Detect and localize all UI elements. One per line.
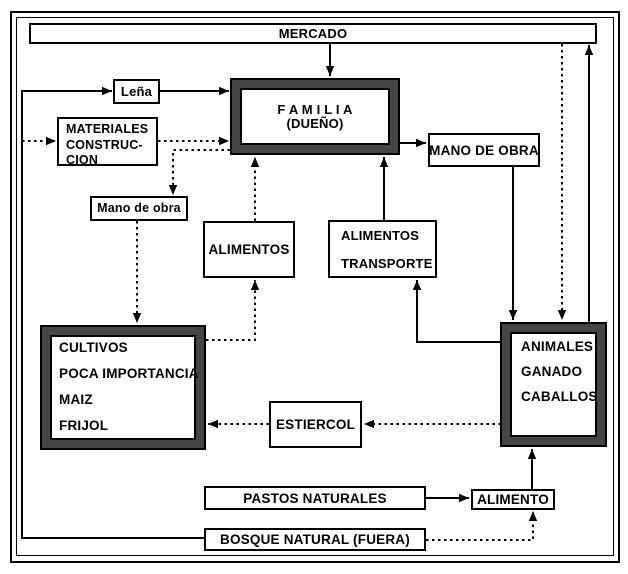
node-label-line: CION xyxy=(66,153,99,167)
node-label-line: CONSTRUC- xyxy=(66,137,143,152)
arrowhead-animales-to-estiercol xyxy=(364,419,374,429)
node-animales-ganado-caballos: ANIMALES GANADO CABALLOS xyxy=(500,322,607,447)
node-label-line: ALIMENTOS xyxy=(341,228,420,243)
arrowhead-alim-transp-to-familia xyxy=(379,157,389,167)
node-label-line: CULTIVOS xyxy=(59,340,128,355)
arrowhead-mano-de-obra-to-animales xyxy=(508,310,518,320)
node-label-line: CABALLOS xyxy=(521,389,598,404)
arrowhead-alimentos-to-familia xyxy=(250,157,260,167)
edge-bosque-to-alimento xyxy=(426,511,534,541)
arrowhead-familia-to-mano-obra-familia xyxy=(168,185,178,195)
node-label-line: F A M I L I A xyxy=(277,101,353,117)
node-label-line: GANADO xyxy=(521,364,583,379)
arrowhead-bosqueline-to-materiales xyxy=(46,136,56,146)
node-alimentos: ALIMENTOS xyxy=(203,221,295,278)
edge-familia-to-mano-obra-familia xyxy=(172,149,230,195)
node-estiercol: ESTIERCOL xyxy=(269,401,362,448)
edge-animales-to-alim-transp xyxy=(416,280,501,343)
node-label-line: TRANSPORTE xyxy=(341,256,433,271)
arrowhead-mano-obra-familia-to-cultivos xyxy=(132,313,142,323)
arrowhead-animales-to-mercado xyxy=(584,45,594,55)
node-mano-de-obra-familia: Mano de obra xyxy=(90,196,188,221)
node-alimentos-transporte: ALIMENTOS TRANSPORTE xyxy=(328,220,437,278)
arrowhead-estiercol-to-cultivos xyxy=(208,419,218,429)
node-bosque-natural-fuera: BOSQUE NATURAL (FUERA) xyxy=(204,528,426,551)
node-mercado: MERCADO xyxy=(29,23,597,44)
node-label-line: MAIZ xyxy=(59,392,93,407)
arrowhead-familia-to-mano-de-obra xyxy=(416,138,426,148)
node-alimento: ALIMENTO xyxy=(471,489,555,510)
edge-bosque-to-lena xyxy=(21,90,204,539)
node-lena: Leña xyxy=(113,79,160,104)
node-pastos-naturales: PASTOS NATURALES xyxy=(204,486,426,510)
inner-frame-border xyxy=(16,17,614,556)
node-materiales-construccion: MATERIALES CONSTRUC- CION xyxy=(57,117,158,167)
arrowhead-materiales-to-familia xyxy=(219,136,229,146)
node-label-line: FRIJOL xyxy=(59,418,109,433)
node-cultivos: CULTIVOS POCA IMPORTANCIA MAIZ FRIJOL xyxy=(40,325,206,450)
arrowhead-bosque-to-alimento xyxy=(528,511,538,521)
node-label-line: (DUEÑO) xyxy=(286,115,344,131)
node-label-line: ANIMALES xyxy=(521,339,594,354)
node-label-line: POCA IMPORTANCIA xyxy=(59,366,199,381)
arrowhead-pastos-to-alimento xyxy=(459,493,469,503)
outer-frame-border xyxy=(10,11,620,563)
arrowhead-cultivos-to-alimentos xyxy=(250,280,260,290)
arrowhead-bosque-to-lena xyxy=(102,86,112,96)
arrowhead-mercado-to-animales xyxy=(557,310,567,320)
arrowhead-mercado-to-familia xyxy=(325,66,335,76)
arrowhead-alimento-to-animales xyxy=(527,449,537,459)
edge-cultivos-to-alimentos xyxy=(206,280,256,341)
node-familia-dueno: F A M I L I A (DUEÑO) xyxy=(230,78,400,155)
arrowhead-animales-to-alim-transp xyxy=(412,280,422,290)
node-mano-de-obra: MANO DE OBRA xyxy=(428,133,540,167)
node-label-line: MATERIALES xyxy=(66,122,149,136)
arrowhead-lena-to-familia xyxy=(219,86,229,96)
